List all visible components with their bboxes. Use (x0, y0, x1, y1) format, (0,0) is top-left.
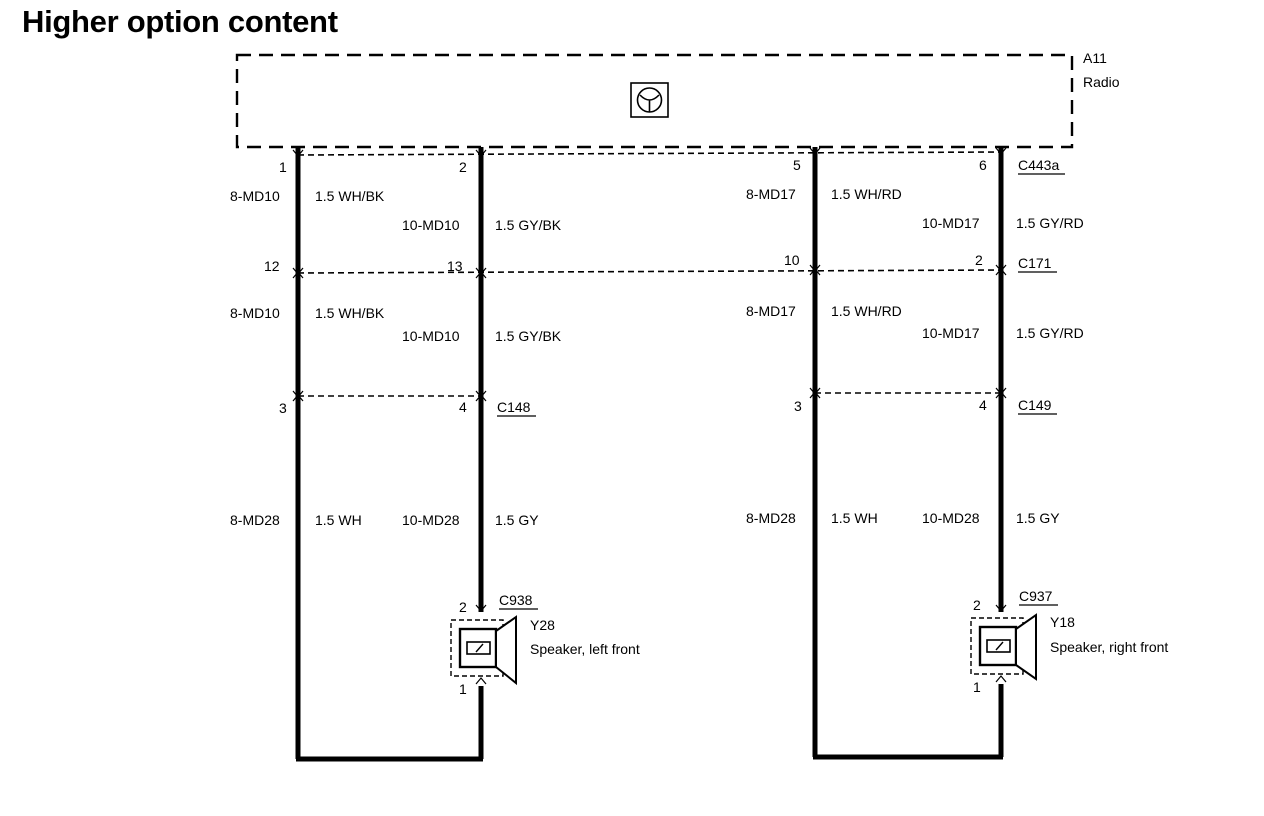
seg1-spec-left-wh: 1.5 WH/BK (315, 188, 385, 204)
pin-c171-10: 10 (784, 252, 800, 268)
seg2-circuit-right-wh: 8-MD17 (746, 303, 796, 319)
seg2-circuit-right-gy: 10-MD17 (922, 325, 980, 341)
page-title: Higher option content (22, 4, 338, 39)
seg2-circuit-left-gy: 10-MD10 (402, 328, 460, 344)
pin-c171-13: 13 (447, 258, 463, 274)
radio-module-outline (235, 53, 1074, 149)
speaker-left-ref: Y28 (530, 617, 555, 633)
radio-ref-label: A11 (1083, 50, 1107, 66)
pin-c171-12: 12 (264, 258, 280, 274)
seg3-circuit-right-wh: 8-MD28 (746, 510, 796, 526)
pin-c148-4: 4 (459, 399, 467, 415)
wires (295, 147, 1004, 762)
pin-c938-2: 2 (459, 599, 467, 615)
seg3-spec-right-wh: 1.5 WH (831, 510, 878, 526)
pin-c171-2: 2 (975, 252, 983, 268)
connector-c443a-line (297, 151, 1002, 156)
seg1-circuit-right-wh: 8-MD17 (746, 186, 796, 202)
seg1-spec-left-gy: 1.5 GY/BK (495, 217, 562, 233)
connector-c171-line (297, 269, 1002, 274)
pin-c443a-6: 6 (979, 157, 987, 173)
seg3-spec-left-gy: 1.5 GY (495, 512, 539, 528)
seg3-spec-right-gy: 1.5 GY (1016, 510, 1060, 526)
pin-c149-3: 3 (794, 398, 802, 414)
seg1-circuit-left-gy: 10-MD10 (402, 217, 460, 233)
seg2-spec-left-gy: 1.5 GY/BK (495, 328, 562, 344)
seg2-spec-left-wh: 1.5 WH/BK (315, 305, 385, 321)
radio-name-label: Radio (1083, 74, 1120, 90)
pin-c443a-1: 1 (279, 159, 287, 175)
pin-c149-4: 4 (979, 397, 987, 413)
radio-icon (630, 82, 669, 118)
pin-c937-1: 1 (973, 679, 981, 695)
pin-c148-3: 3 (279, 400, 287, 416)
seg3-circuit-left-gy: 10-MD28 (402, 512, 460, 528)
seg1-circuit-left-wh: 8-MD10 (230, 188, 280, 204)
seg3-spec-left-wh: 1.5 WH (315, 512, 362, 528)
connector-c171-label: C171 (1018, 255, 1052, 271)
speaker-left-name: Speaker, left front (530, 641, 640, 657)
pin-c443a-5: 5 (793, 157, 801, 173)
speaker-right-name: Speaker, right front (1050, 639, 1168, 655)
connector-c149-label: C149 (1018, 397, 1052, 413)
connector-lines (297, 151, 1002, 397)
seg1-spec-right-gy: 1.5 GY/RD (1016, 215, 1084, 231)
seg1-spec-right-wh: 1.5 WH/RD (831, 186, 902, 202)
connector-c938-label: C938 (499, 592, 533, 608)
connector-c148-label: C148 (497, 399, 531, 415)
seg2-spec-right-wh: 1.5 WH/RD (831, 303, 902, 319)
connector-c937-label: C937 (1019, 588, 1053, 604)
seg2-circuit-left-wh: 8-MD10 (230, 305, 280, 321)
speaker-left-icon (450, 615, 517, 686)
seg3-circuit-right-gy: 10-MD28 (922, 510, 980, 526)
connector-chevrons (292, 147, 1007, 685)
connector-c443a-label: C443a (1018, 157, 1059, 173)
speaker-right-icon (970, 613, 1037, 681)
pin-c443a-2: 2 (459, 159, 467, 175)
seg1-circuit-right-gy: 10-MD17 (922, 215, 980, 231)
pin-c937-2: 2 (973, 597, 981, 613)
speaker-right-ref: Y18 (1050, 614, 1075, 630)
seg3-circuit-left-wh: 8-MD28 (230, 512, 280, 528)
pin-c938-1: 1 (459, 681, 467, 697)
seg2-spec-right-gy: 1.5 GY/RD (1016, 325, 1084, 341)
